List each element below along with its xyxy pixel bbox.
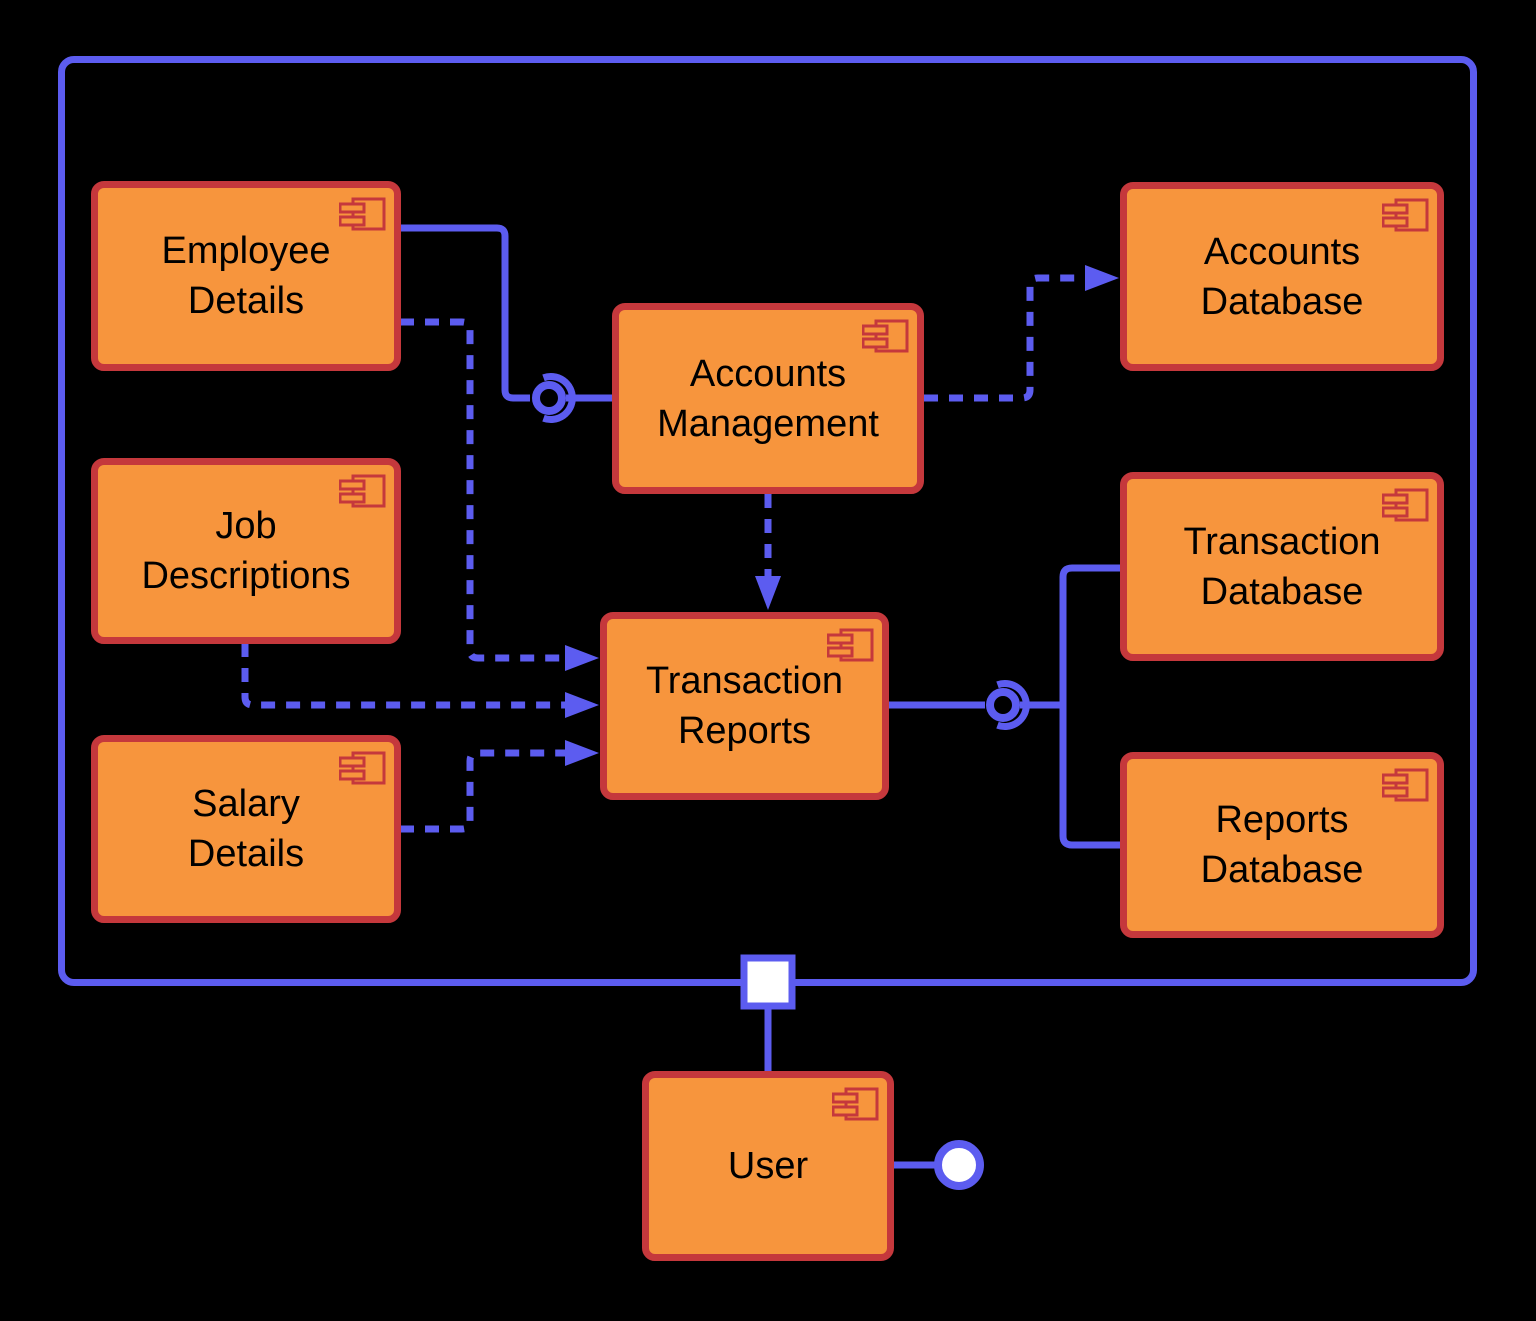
arrowhead-into-transaction-reports-top bbox=[755, 576, 781, 610]
component-label: Accounts bbox=[689, 352, 847, 395]
provided-interface-ball bbox=[986, 688, 1020, 722]
edge-employee-details-to-transaction-reports bbox=[400, 318, 566, 662]
component-reports-database[interactable]: Reports Database bbox=[1120, 752, 1444, 938]
component-label: Transaction bbox=[1183, 520, 1381, 563]
boundary-port bbox=[740, 954, 796, 1010]
edge-accounts-management-to-accounts-database bbox=[924, 274, 1086, 402]
component-label: Management bbox=[657, 402, 879, 445]
arrowhead-into-transaction-reports bbox=[565, 645, 599, 671]
component-label: Accounts bbox=[1203, 230, 1361, 273]
uml-component-icon bbox=[862, 319, 909, 353]
uml-component-icon bbox=[1382, 488, 1429, 522]
component-label: Reports bbox=[1215, 799, 1349, 841]
edge-job-descriptions-to-transaction-reports bbox=[241, 643, 566, 709]
component-label: Details bbox=[187, 833, 305, 875]
uml-component-icon bbox=[1382, 768, 1429, 802]
arrowhead-into-transaction-reports bbox=[565, 692, 599, 718]
uml-component-icon bbox=[339, 474, 386, 508]
component-label: Database bbox=[1200, 570, 1364, 613]
component-accounts-management[interactable]: Accounts Management bbox=[612, 303, 924, 494]
component-label: Database bbox=[1200, 849, 1364, 891]
uml-component-icon bbox=[827, 628, 874, 662]
component-job-descriptions[interactable]: Job Descriptions bbox=[91, 458, 401, 644]
arrowhead-into-transaction-reports bbox=[565, 740, 599, 766]
component-transaction-database[interactable]: Transaction Database bbox=[1120, 472, 1444, 661]
component-user[interactable]: User bbox=[642, 1071, 894, 1261]
component-label: Details bbox=[187, 280, 305, 322]
component-label: Transaction bbox=[645, 660, 844, 702]
edge-junction-to-databases bbox=[1059, 564, 1121, 849]
component-label: Salary bbox=[192, 783, 300, 825]
component-label: User bbox=[727, 1145, 809, 1187]
edge-salary-details-to-transaction-reports bbox=[400, 749, 566, 833]
uml-component-icon bbox=[339, 197, 386, 231]
component-accounts-database[interactable]: Accounts Database bbox=[1120, 182, 1444, 371]
component-label: Database bbox=[1200, 280, 1364, 323]
arrowhead-into-accounts-database bbox=[1085, 265, 1119, 291]
component-label: Descriptions bbox=[141, 555, 351, 597]
uml-component-icon bbox=[1382, 198, 1429, 232]
edge-employee-details-to-accounts-management bbox=[400, 224, 530, 402]
component-label: Reports bbox=[677, 710, 812, 752]
uml-component-icon bbox=[339, 751, 386, 785]
component-transaction-reports[interactable]: Transaction Reports bbox=[600, 612, 889, 800]
component-employee-details[interactable]: Employee Details bbox=[91, 181, 401, 371]
component-label: Job bbox=[215, 505, 277, 547]
component-label: Employee bbox=[161, 230, 331, 272]
uml-component-icon bbox=[832, 1087, 879, 1121]
component-salary-details[interactable]: Salary Details bbox=[91, 735, 401, 923]
lollipop-interface-ball bbox=[934, 1140, 984, 1190]
provided-interface-ball bbox=[532, 381, 566, 415]
